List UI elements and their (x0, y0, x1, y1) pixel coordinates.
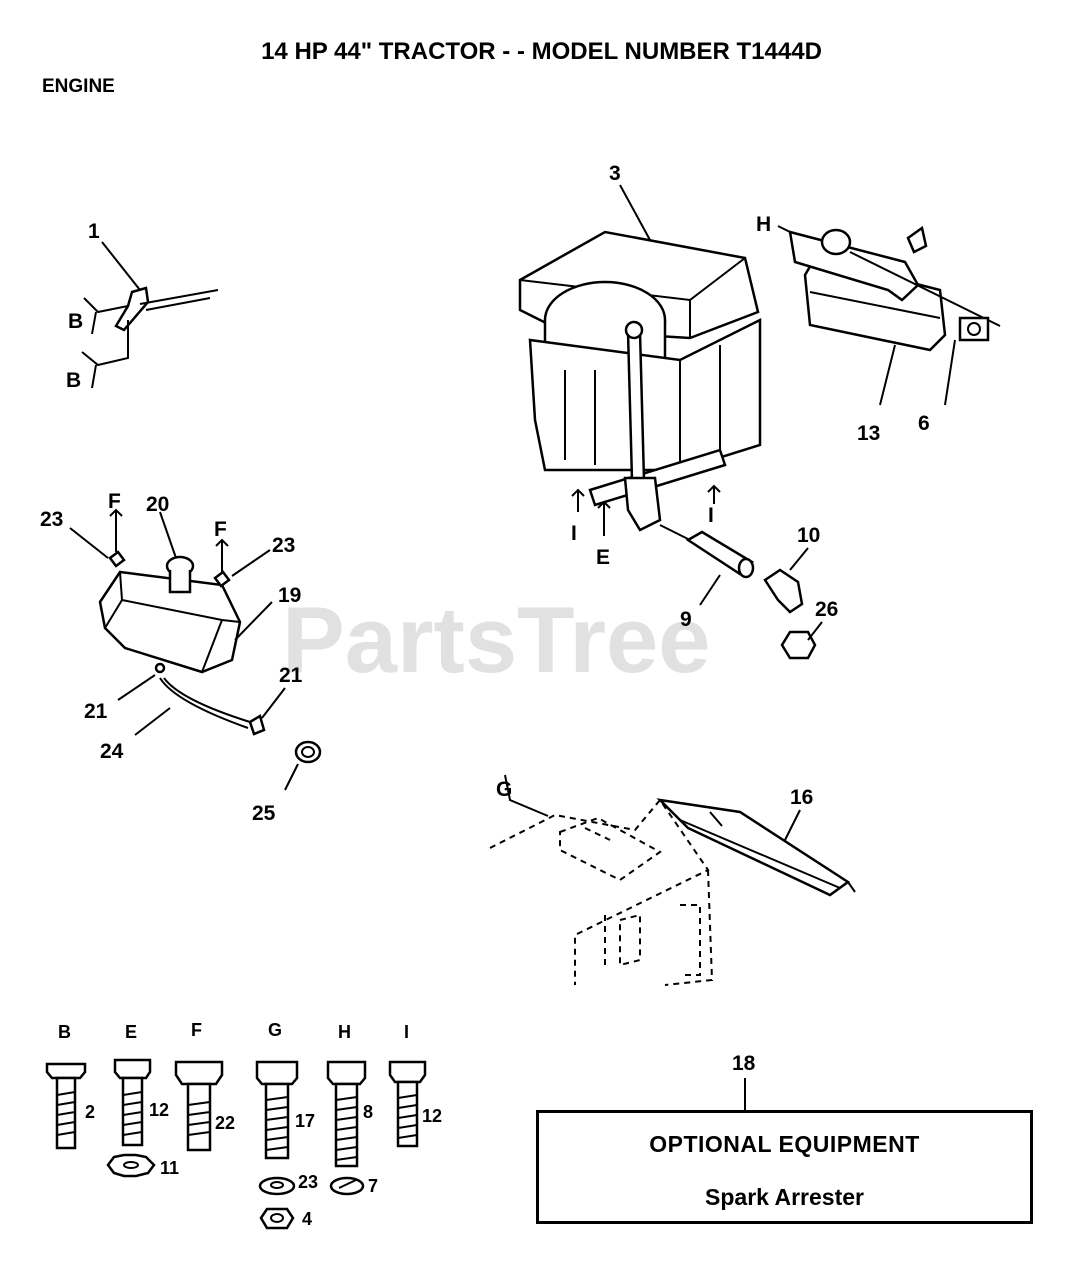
ref-g: G (496, 778, 512, 801)
engine (518, 184, 762, 536)
hardware-h (326, 1060, 367, 1196)
callout-19: 19 (278, 584, 301, 607)
watermark-text: PartsTree (282, 587, 711, 692)
hardware-letter-f: F (191, 1020, 202, 1040)
hardware-washer-7: 7 (368, 1176, 378, 1196)
fuel-tank (69, 508, 322, 791)
muffler (777, 225, 1001, 406)
drain-fittings (659, 524, 823, 660)
callout-23-left: 23 (40, 508, 63, 531)
ref-f-2: F (214, 518, 227, 541)
hardware-f (174, 1060, 224, 1152)
ref-h: H (756, 213, 771, 236)
hardware-b (45, 1062, 87, 1150)
hardware-bolt-2: 2 (85, 1102, 95, 1122)
section-heading: ENGINE (42, 76, 115, 97)
page-title: 14 HP 44" TRACTOR - - MODEL NUMBER T1444… (261, 38, 822, 65)
callout-26: 26 (815, 598, 838, 621)
callout-10: 10 (797, 524, 820, 547)
callout-3: 3 (609, 162, 621, 185)
ref-b-2: B (66, 369, 81, 392)
callout-6: 6 (918, 412, 930, 435)
callout-1: 1 (88, 220, 100, 243)
hardware-i (388, 1060, 427, 1148)
hardware-washer-11: 11 (160, 1158, 179, 1178)
hardware-letter-b: B (58, 1022, 71, 1042)
hardware-letter-g: G (268, 1020, 282, 1040)
hardware-letter-e: E (125, 1022, 137, 1042)
hardware-bolt-12-i: 12 (422, 1106, 442, 1126)
hardware-bolt-8: 8 (363, 1102, 373, 1122)
ref-e: E (596, 546, 610, 569)
ref-i-1: I (571, 522, 577, 545)
hardware-bolt-17: 17 (295, 1111, 315, 1131)
throttle-control (81, 241, 219, 389)
hardware-washer-23: 23 (298, 1172, 318, 1192)
hardware-g (255, 1060, 299, 1230)
hardware-letter-h: H (338, 1022, 351, 1042)
ref-b-1: B (68, 310, 83, 333)
callout-24: 24 (100, 740, 124, 763)
optional-equipment-heading: OPTIONAL EQUIPMENT (649, 1131, 920, 1157)
optional-equipment-box: OPTIONAL EQUIPMENT Spark Arrester (536, 1110, 1033, 1224)
callout-13: 13 (857, 422, 880, 445)
hardware-e (106, 1058, 156, 1178)
exhaust-gasket (944, 316, 990, 406)
callout-21-right: 21 (279, 664, 303, 687)
callout-23-right: 23 (272, 534, 295, 557)
callout-18: 18 (732, 1052, 756, 1075)
callout-16: 16 (790, 786, 813, 809)
callout-21-left: 21 (84, 700, 108, 723)
callout-20: 20 (146, 493, 169, 516)
optional-equipment-item: Spark Arrester (705, 1184, 864, 1210)
hardware-bolt-12-e: 12 (149, 1100, 169, 1120)
hardware-letter-i: I (404, 1022, 409, 1042)
callout-25: 25 (252, 802, 276, 825)
hardware-bolt-22: 22 (215, 1113, 235, 1133)
callout-9: 9 (680, 608, 692, 631)
hardware-nut-4: 4 (302, 1209, 312, 1229)
heat-shield (489, 774, 856, 986)
ref-f-1: F (108, 490, 121, 513)
ref-i-2: I (708, 504, 714, 527)
